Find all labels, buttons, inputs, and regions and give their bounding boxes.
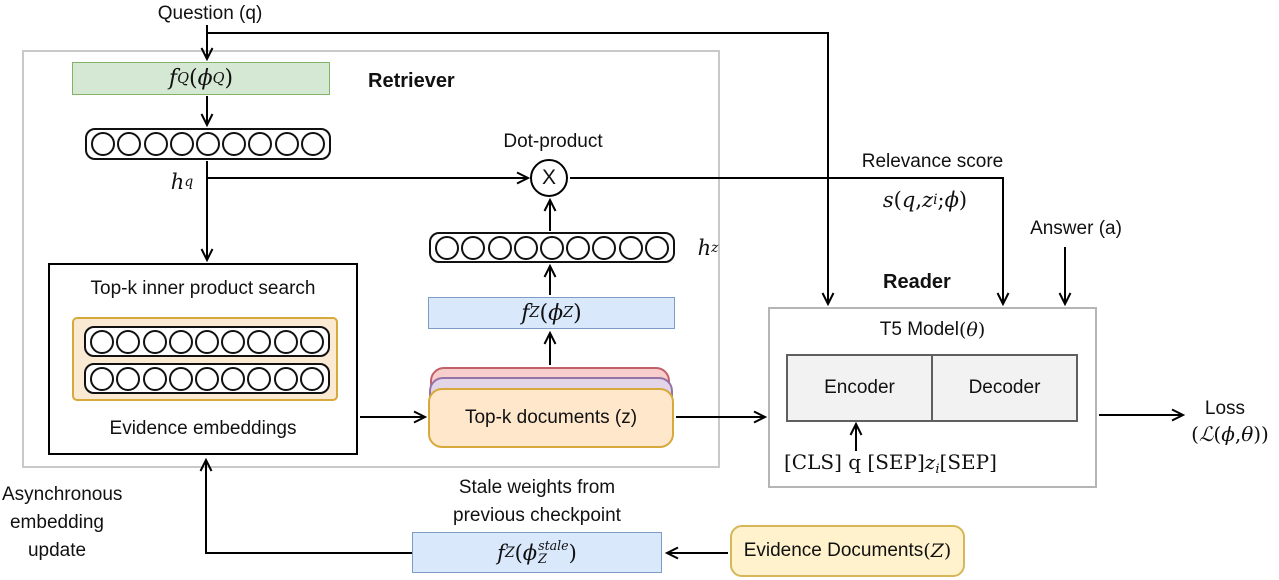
embedding-circle: [247, 329, 272, 354]
embedding-circle: [618, 235, 643, 260]
retriever-label: Retriever: [368, 70, 455, 92]
embedding-circle: [299, 366, 324, 391]
async-line-1: Asynchronous: [2, 484, 123, 505]
dot-product-label: Dot-product: [503, 131, 603, 152]
embedding-circle: [169, 132, 194, 156]
embedding-circle: [117, 132, 142, 156]
query-embedding-row: [85, 128, 331, 160]
doc-embedding-row: [429, 232, 675, 263]
dot-product-icon: X: [530, 159, 568, 197]
stale-line-2: previous checkpoint: [453, 505, 621, 526]
topk-search-box: Top-k inner product search Evidence embe…: [48, 263, 358, 455]
embedding-circle: [90, 329, 115, 354]
async-line-2: embedding: [9, 512, 105, 533]
embedding-circle: [299, 329, 324, 354]
topk-search-title: Top-k inner product search: [90, 278, 316, 299]
embedding-circle: [644, 235, 669, 260]
loss-formula: (ℒ(ϕ, θ)): [1191, 422, 1269, 446]
reader-box: T5 Model (θ) Encoder Decoder [CLS] q [SE…: [768, 307, 1097, 488]
stale-weights-label: Stale weights from previous checkpoint: [437, 474, 637, 530]
embedding-circle: [221, 366, 246, 391]
decoder-cell: Decoder: [931, 356, 1076, 420]
embedding-circle: [168, 329, 193, 354]
embedding-circle: [116, 329, 141, 354]
encoder-cell: Encoder: [788, 356, 931, 420]
embedding-circle: [592, 235, 617, 260]
question-label: Question (q): [157, 3, 263, 24]
topk-documents-card: Top-k documents (z): [428, 388, 674, 448]
reader-input-label: [CLS] q [SEP]zi[SEP]: [784, 450, 997, 477]
async-update-label: Asynchronous embedding update: [2, 481, 123, 565]
answer-label: Answer (a): [1030, 218, 1122, 239]
embedding-circle: [539, 235, 564, 260]
evidence-embeddings-container: [72, 317, 338, 401]
embedding-circle: [142, 366, 167, 391]
evidence-documents-box: Evidence Documents (Z): [730, 525, 965, 577]
async-line-3: update: [27, 540, 87, 561]
embedding-circle: [116, 366, 141, 391]
embedding-circle: [300, 132, 325, 156]
reader-label: Reader: [883, 271, 951, 293]
arrow-stale-to-search: [206, 460, 412, 554]
embedding-circle: [461, 235, 486, 260]
evidence-embedding-row: [84, 326, 330, 357]
embedding-circle: [194, 329, 219, 354]
embedding-circle: [513, 235, 538, 260]
evidence-embedding-row: [84, 363, 330, 394]
embedding-circle: [195, 132, 220, 156]
embedding-circle: [274, 132, 299, 156]
embedding-circle: [222, 132, 247, 156]
encoder-decoder-group: Encoder Decoder: [786, 354, 1078, 422]
embedding-circle: [194, 366, 219, 391]
loss-label: Loss: [1204, 398, 1246, 419]
embedding-circle: [273, 329, 298, 354]
embedding-circle: [435, 235, 460, 260]
stale-line-1: Stale weights from: [458, 477, 616, 498]
embedding-circle: [221, 329, 246, 354]
embedding-circle: [247, 366, 272, 391]
embedding-circle: [91, 132, 116, 156]
embedding-circle: [487, 235, 512, 260]
embedding-circle: [566, 235, 591, 260]
evidence-embeddings-label: Evidence embeddings: [109, 418, 297, 439]
embedding-circle: [142, 329, 167, 354]
embedding-circle: [168, 366, 193, 391]
relevance-score-label: Relevance score: [861, 151, 1004, 172]
embedding-circle: [273, 366, 298, 391]
embedding-circle: [143, 132, 168, 156]
t5-model-label: T5 Model (θ): [879, 319, 986, 341]
embedding-circle: [90, 366, 115, 391]
embedding-circle: [248, 132, 273, 156]
